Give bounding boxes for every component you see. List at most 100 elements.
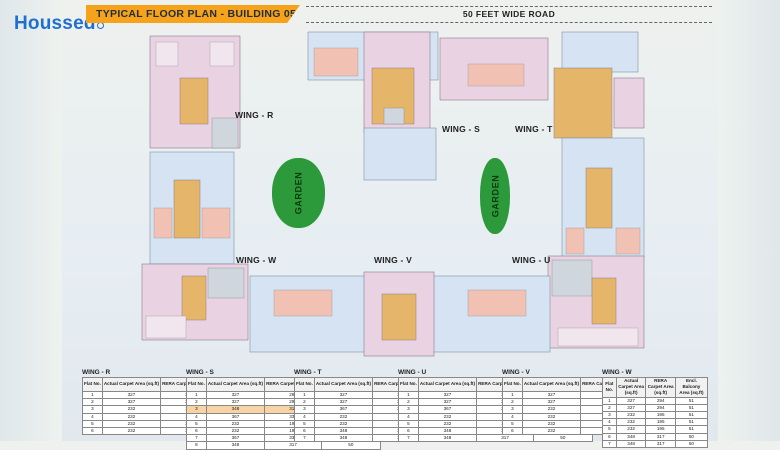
table-cell: 6: [186, 427, 207, 436]
wing-v-block: [249, 271, 551, 357]
left-margin: [0, 0, 62, 441]
table-cell: 3: [82, 405, 103, 414]
table-cell: 6: [398, 427, 419, 436]
table-cell: 6: [294, 427, 315, 436]
table-cell: 232: [205, 419, 266, 429]
table-cell: 2: [82, 398, 103, 407]
wing-w-block: [141, 263, 249, 341]
table-cell: 317: [645, 432, 676, 441]
table-cell: 3: [294, 405, 315, 414]
garden-left: GARDEN: [272, 158, 325, 228]
table-cell: 195: [645, 425, 676, 434]
table-cell: 317: [264, 441, 323, 450]
table-cell: 232: [615, 425, 647, 434]
table-cell: 1: [186, 390, 207, 400]
table-cell: 6: [502, 427, 523, 436]
table-cell: 348: [615, 439, 647, 449]
table-header: Actual Carpet Area (sq.ft): [313, 377, 374, 392]
table-cell: 51: [674, 403, 709, 413]
table-cell: 5: [602, 425, 617, 434]
table-header: Flat No.: [82, 377, 103, 392]
road-label: 50 FEET WIDE ROAD: [306, 6, 712, 23]
table-cell: 6: [602, 432, 617, 441]
brand-name: Houssed: [14, 13, 96, 34]
table-cell: 51: [674, 411, 709, 420]
area-table-wing-name: WING - W: [602, 369, 632, 376]
area-table-wing-name: WING - R: [82, 369, 111, 376]
wing-v-label: WING - V: [374, 255, 412, 265]
table-cell: 232: [101, 405, 162, 414]
table-cell: 195: [645, 418, 676, 427]
table-header: Flat No.: [602, 377, 617, 398]
table-cell: 51: [674, 396, 709, 405]
table-cell: 4: [602, 418, 617, 427]
table-cell: 232: [313, 419, 374, 429]
table-cell: 317: [645, 439, 676, 449]
garden-right: GARDEN: [480, 158, 510, 234]
table-header: Actual Carpet Area (sq.ft): [417, 377, 478, 392]
table-cell: 2: [602, 403, 617, 413]
table-cell: 367: [313, 405, 374, 414]
table-cell: 1: [398, 390, 419, 400]
area-table-wing-name: WING - T: [294, 369, 322, 376]
table-header: Flat No.: [294, 377, 315, 392]
table-cell: 367: [205, 412, 266, 421]
table-header: Actual Carpet Area (sq.ft): [101, 377, 162, 392]
table-cell: 327: [205, 390, 266, 400]
table-cell: 232: [417, 412, 478, 421]
table-cell: 5: [186, 419, 207, 429]
table-cell: 232: [101, 412, 162, 421]
area-table-wing-name: WING - V: [502, 369, 530, 376]
table-cell: 1: [502, 390, 523, 400]
table-cell: 1: [602, 396, 617, 405]
table-header: Actual Carpet Area (sq.ft): [205, 377, 266, 392]
table-cell: 2: [186, 398, 207, 407]
table-cell: 327: [313, 398, 374, 407]
table-cell: 5: [82, 419, 103, 429]
floor-plan-drawing: [141, 31, 645, 357]
wing-u-block: [547, 255, 645, 349]
table-header: Flat No.: [398, 377, 419, 392]
table-cell: 5: [294, 419, 315, 429]
table-cell: 232: [521, 412, 582, 421]
table-header: Actual Carpet Area (sq.ft): [521, 377, 582, 392]
table-cell: 327: [521, 390, 582, 400]
table-header: Flat No.: [186, 377, 207, 392]
table-cell: 3: [398, 405, 419, 414]
table-cell: 327: [101, 398, 162, 407]
table-cell: 51: [674, 418, 709, 427]
table-cell: 51: [674, 425, 709, 434]
table-cell: 3: [602, 411, 617, 420]
table-cell: 232: [417, 419, 478, 429]
table-cell: 195: [645, 411, 676, 420]
wing-t-block: [439, 31, 645, 139]
table-cell: 232: [205, 427, 266, 436]
table-cell: 348: [417, 427, 478, 436]
right-vertical-block: [561, 137, 645, 259]
table-cell: 294: [645, 396, 676, 405]
table-cell: 4: [398, 412, 419, 421]
wing-t-label: WING - T: [515, 124, 553, 134]
area-table-wing-name: WING - U: [398, 369, 427, 376]
table-cell: 2: [502, 398, 523, 407]
garden-right-label: GARDEN: [490, 174, 501, 218]
table-cell: 232: [101, 427, 162, 436]
table-cell: 294: [645, 403, 676, 413]
table-cell: 327: [313, 390, 374, 400]
table-cell: 3: [502, 405, 523, 414]
table-cell: 50: [674, 439, 709, 449]
table-header: Actual Carpet Area (sq.ft): [615, 377, 647, 398]
table-cell: 327: [521, 398, 582, 407]
area-table-grid: Flat No.Actual Carpet Area (sq.ft)RERA C…: [602, 377, 709, 449]
table-cell: 2: [294, 398, 315, 407]
table-cell: 3: [186, 405, 207, 414]
right-margin: [718, 0, 780, 441]
table-cell: 348: [205, 405, 266, 414]
